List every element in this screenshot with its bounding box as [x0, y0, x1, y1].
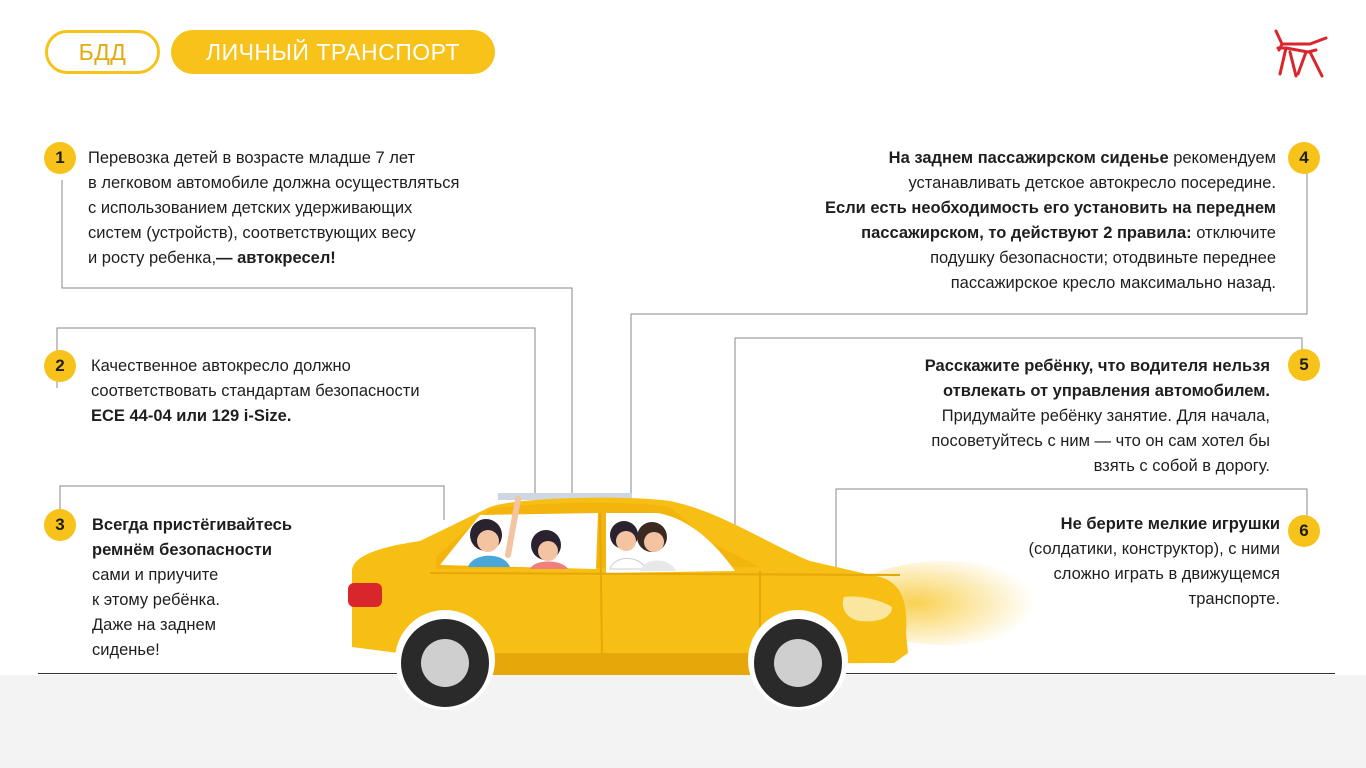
ground-strip	[0, 675, 1366, 768]
front-wheel	[748, 610, 848, 710]
section-title: ЛИЧНЫЙ ТРАНСПОРТ	[171, 30, 495, 74]
item-6-text: (солдатики, конструктор), с ними сложно …	[1028, 540, 1280, 608]
item-1-text: Перевозка детей в возрасте младше 7 лет …	[88, 149, 460, 267]
rear-wheel	[395, 610, 495, 710]
horse-logo-icon	[1274, 29, 1328, 78]
item-number-3: 3	[44, 509, 76, 541]
item-number-5: 5	[1288, 349, 1320, 381]
item-6-bold: Не берите мелкие игрушки	[1060, 515, 1280, 533]
item-text-1: Перевозка детей в возрасте младше 7 лет …	[88, 146, 459, 271]
item-text-4: На заднем пассажирском сиденье рекоменду…	[825, 146, 1276, 296]
item-number-2: 2	[44, 350, 76, 382]
item-text-3: Всегда пристёгивайтесь ремнём безопаснос…	[92, 513, 292, 663]
item-2-text: Качественное автокресло должно соответст…	[91, 357, 420, 400]
bdd-badge: БДД	[45, 30, 160, 74]
item-text-5: Расскажите ребёнку, что водителя нельзя …	[925, 354, 1270, 479]
item-4-bold-2: Если есть необходимость его установить н…	[825, 199, 1276, 242]
item-2-bold: ECE 44-04 или 129 i-Size.	[91, 407, 292, 425]
family-car-illustration	[348, 493, 1040, 710]
item-4-text-2: отключите подушку безопасности; отодвинь…	[930, 224, 1276, 292]
item-number-4: 4	[1288, 142, 1320, 174]
item-3-text: сами и приучите к этому ребёнка. Даже на…	[92, 566, 221, 659]
passengers	[468, 496, 676, 571]
front-window	[606, 513, 735, 573]
item-text-6: Не берите мелкие игрушки (солдатики, кон…	[1029, 512, 1280, 612]
item-5-text: Придумайте ребёнку занятие. Для начала, …	[931, 407, 1270, 475]
roof-rack	[498, 493, 632, 500]
item-1-bold: — автокресел!	[216, 249, 336, 267]
headlight	[842, 596, 892, 622]
lower-trim	[490, 653, 780, 675]
item-4-text-1: рекомендуем устанавливать детское автокр…	[908, 149, 1276, 192]
item-3-bold: Всегда пристёгивайтесь ремнём безопаснос…	[92, 516, 292, 559]
item-5-bold: Расскажите ребёнку, что водителя нельзя …	[924, 357, 1270, 400]
item-number-1: 1	[44, 142, 76, 174]
item-4-bold-1: На заднем пассажирском сиденье	[888, 149, 1169, 167]
tail-light	[348, 583, 382, 607]
item-number-6: 6	[1288, 515, 1320, 547]
item-text-2: Качественное автокресло должно соответст…	[91, 354, 420, 429]
